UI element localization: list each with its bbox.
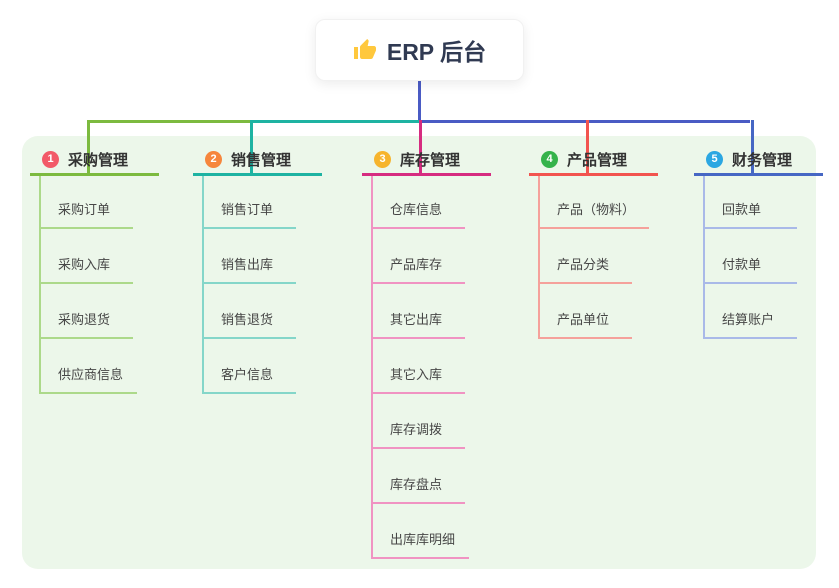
branch-header-finance[interactable]: 5 财务管理	[694, 146, 823, 176]
child-node[interactable]: 采购退货	[41, 284, 133, 339]
root-title: ERP 后台	[386, 39, 487, 65]
branch-number-badge: 2	[205, 151, 222, 168]
child-node[interactable]: 销售订单	[204, 176, 296, 229]
branch-label: 产品管理	[567, 152, 628, 169]
child-node[interactable]: 其它出库	[373, 284, 465, 339]
board-background	[22, 136, 816, 569]
child-node[interactable]: 产品库存	[373, 229, 465, 284]
child-node[interactable]: 付款单	[705, 229, 797, 284]
child-node[interactable]: 库存盘点	[373, 449, 465, 504]
connector-bus-left	[87, 120, 253, 123]
connector-drop-line	[586, 120, 589, 176]
branch-header-sales[interactable]: 2 销售管理	[193, 146, 322, 176]
branch-finance: 5 财务管理 回款单 付款单 结算账户	[694, 120, 823, 339]
connector-bus-middle	[253, 120, 419, 123]
branch-product: 4 产品管理 产品（物料） 产品分类 产品单位	[529, 120, 658, 339]
child-node[interactable]: 采购入库	[41, 229, 133, 284]
branch-header-inventory[interactable]: 3 库存管理	[362, 146, 491, 176]
child-node[interactable]: 产品（物料）	[540, 176, 650, 229]
branch-label: 库存管理	[400, 152, 461, 169]
branch-number-badge: 4	[541, 151, 558, 168]
child-node[interactable]: 供应商信息	[41, 339, 138, 394]
child-node[interactable]: 销售出库	[204, 229, 296, 284]
branch-header-purchase[interactable]: 1 采购管理	[30, 146, 159, 176]
connector-drop-line	[419, 120, 422, 176]
branch-number-badge: 3	[374, 151, 391, 168]
connector-bus-right	[419, 120, 750, 123]
child-node[interactable]: 产品分类	[540, 229, 632, 284]
thumbs-up-icon	[353, 38, 377, 62]
child-node[interactable]: 库存调拨	[373, 394, 465, 449]
branch-label: 销售管理	[231, 152, 292, 169]
connector-drop-line	[751, 120, 754, 176]
child-node[interactable]: 出库库明细	[373, 504, 470, 559]
branch-label: 财务管理	[732, 152, 793, 169]
branch-children: 采购订单 采购入库 采购退货 供应商信息	[39, 176, 138, 394]
child-node[interactable]: 仓库信息	[373, 176, 465, 229]
branch-children: 仓库信息 产品库存 其它出库 其它入库 库存调拨 库存盘点 出库库明细	[371, 176, 470, 559]
branch-number-badge: 5	[706, 151, 723, 168]
child-node[interactable]: 销售退货	[204, 284, 296, 339]
branch-label: 采购管理	[68, 152, 129, 169]
connector-drop-line	[87, 120, 90, 176]
child-node[interactable]: 回款单	[705, 176, 797, 229]
child-node[interactable]: 客户信息	[204, 339, 296, 394]
child-node[interactable]: 产品单位	[540, 284, 632, 339]
root-node[interactable]: ERP 后台	[315, 19, 524, 81]
child-node[interactable]: 其它入库	[373, 339, 465, 394]
branch-children: 销售订单 销售出库 销售退货 客户信息	[202, 176, 296, 394]
connector-drop-line	[250, 120, 253, 176]
connector-root-stem	[418, 80, 421, 121]
branch-children: 回款单 付款单 结算账户	[703, 176, 797, 339]
branch-inventory: 3 库存管理 仓库信息 产品库存 其它出库 其它入库 库存调拨 库存盘点 出库库…	[362, 120, 491, 559]
child-node[interactable]: 采购订单	[41, 176, 133, 229]
branch-number-badge: 1	[42, 151, 59, 168]
branch-purchase: 1 采购管理 采购订单 采购入库 采购退货 供应商信息	[30, 120, 159, 394]
child-node[interactable]: 结算账户	[705, 284, 797, 339]
branch-sales: 2 销售管理 销售订单 销售出库 销售退货 客户信息	[193, 120, 322, 394]
branch-children: 产品（物料） 产品分类 产品单位	[538, 176, 650, 339]
branch-header-product[interactable]: 4 产品管理	[529, 146, 658, 176]
